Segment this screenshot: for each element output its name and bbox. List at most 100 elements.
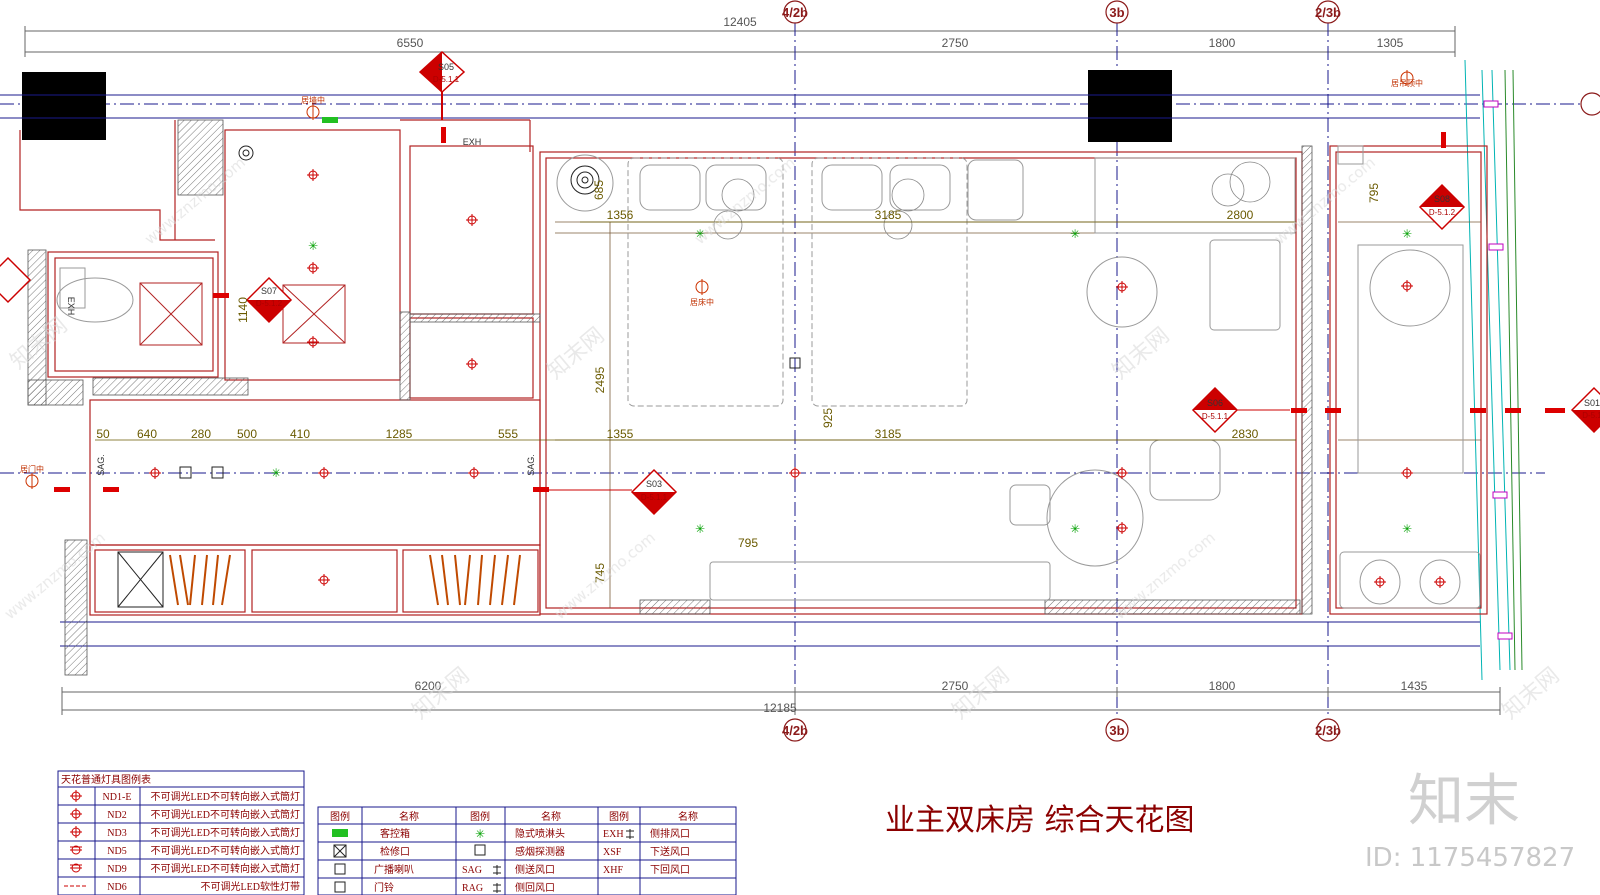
legend1-name-3: 不可调光LED不可转向嵌入式筒灯 <box>151 826 300 839</box>
sprinkler-icons: ✳ ✳ ✳ ✳ ✳ ✳ ✳ ✳ <box>271 227 1412 536</box>
svg-text:✳: ✳ <box>271 466 281 480</box>
legend1-title: 天花普通灯具图例表 <box>61 773 151 786</box>
svg-text:✳: ✳ <box>695 227 705 241</box>
section-tag-s05 <box>418 50 466 120</box>
legend1-name-6: 不可调光LED软性灯带 <box>201 880 300 893</box>
s07-ref: D-5.1.2 <box>256 299 283 308</box>
legend1-name-5: 不可调光LED不可转向嵌入式筒灯 <box>151 862 300 875</box>
legend2-r3c3code: XHF <box>603 865 623 876</box>
dim-bottom-total: 12185 <box>763 701 797 715</box>
legend1-code-3: ND3 <box>107 828 126 839</box>
legend1-code-1: ND1-E <box>103 792 132 803</box>
dim-top-total: 12405 <box>723 15 757 29</box>
exh-tag-toilet: EXH <box>66 297 76 316</box>
dim-bottom-1: 6200 <box>415 679 442 693</box>
centre-label-ceiling: 居吊顶中 <box>1391 78 1423 88</box>
legend1-code-2: ND2 <box>107 810 126 821</box>
watermark-url-2: www.znzmo.com <box>691 153 799 248</box>
axis-label-bottom-1: 4/2b <box>782 723 808 738</box>
legend2-r3c2: 侧送风口 <box>515 863 555 876</box>
watermark-logo: 知末 <box>1408 769 1520 834</box>
dim-row-i: 3185 <box>875 427 902 441</box>
building-outline <box>0 59 1523 681</box>
legend1-code-4: ND5 <box>107 846 126 857</box>
s05-label: S05 <box>438 62 454 72</box>
dim-bottom-4: 1435 <box>1401 679 1428 693</box>
watermark-cn-4: 知末网 <box>408 663 475 725</box>
dim-row-b: 640 <box>137 427 157 441</box>
legend2-r3c3: 下回风口 <box>650 864 690 876</box>
dim-row-a: 50 <box>96 427 110 441</box>
dim-top-3: 1800 <box>1209 36 1236 50</box>
legend2-r2c3code: XSF <box>603 847 622 858</box>
legend2-header-5: 图例 <box>609 810 629 823</box>
bottom-dimensions <box>61 687 1501 715</box>
section-tag-s08 <box>1418 183 1466 231</box>
axis-label-top-3: 2/3b <box>1315 5 1341 20</box>
watermark-id: ID: 1175457827 <box>1365 843 1575 873</box>
dim-bottom-2: 2750 <box>942 679 969 693</box>
dim-upper-a: 1356 <box>607 208 634 222</box>
s08-label: S08 <box>1434 194 1450 204</box>
facade-marks <box>1483 100 1513 640</box>
dim-upper-c: 2800 <box>1227 208 1254 222</box>
watermark-cn-5: 知末网 <box>1498 663 1565 725</box>
dim-upper-d: 685 <box>592 180 606 200</box>
legend1-code-5: ND9 <box>107 864 126 875</box>
s08-ref: D-5.1.2 <box>1429 208 1456 217</box>
ceiling-lines <box>555 221 1481 608</box>
watermark-url-6: www.znzmo.com <box>1 528 109 623</box>
legend2-r4c2: 侧回风口 <box>515 881 555 894</box>
hatched-walls <box>27 119 1313 676</box>
dim-h795: 795 <box>738 536 758 550</box>
furniture-layer <box>56 145 1481 609</box>
dim-top-1: 6550 <box>397 36 424 50</box>
axis-label-bottom-3: 2/3b <box>1315 723 1341 738</box>
sag-tag-left: SAG. <box>96 454 106 476</box>
legend2-r1c3: 侧排风口 <box>650 827 690 840</box>
legend-lights <box>57 770 305 895</box>
axis-bubbles-bottom <box>783 718 1340 742</box>
dim-row-c: 280 <box>191 427 211 441</box>
dim-v925: 925 <box>821 408 835 428</box>
legend2-header-6: 名称 <box>678 810 698 823</box>
watermark-cn-2: 知末网 <box>1108 323 1175 385</box>
wardrobe-hangers <box>169 554 521 606</box>
dim-row-g: 555 <box>498 427 518 441</box>
s03-label: S03 <box>646 479 662 489</box>
s07-label: S07 <box>261 286 277 296</box>
legend2-r1c3code: EXH <box>603 829 624 840</box>
dim-bottom-3: 1800 <box>1209 679 1236 693</box>
pendant-light-icon <box>238 145 600 195</box>
dim-v745: 745 <box>593 563 607 583</box>
dim-upper-b: 3185 <box>875 208 902 222</box>
svg-text:✳: ✳ <box>1070 227 1080 241</box>
axis-label-bottom-2: 3b <box>1109 723 1124 738</box>
structural-column-left <box>22 72 106 140</box>
svg-text:✳: ✳ <box>1070 522 1080 536</box>
svg-text:✳: ✳ <box>695 522 705 536</box>
dim-row-d: 500 <box>237 427 257 441</box>
centre-label-door: 居门中 <box>20 464 44 474</box>
section-tag-s06 <box>1191 386 1290 434</box>
svg-text:✳: ✳ <box>1402 227 1412 241</box>
dim-row-f: 1285 <box>386 427 413 441</box>
s03-ref: D-5.1.1 <box>641 493 668 502</box>
legend2-r4c1: 门铃 <box>374 881 394 894</box>
s01-ref: D-5.1 <box>1582 411 1600 420</box>
legend1-code-6: ND6 <box>107 882 126 893</box>
legend2-r1c1: 客控箱 <box>380 827 410 840</box>
exh-tag: EXH <box>463 137 482 147</box>
legend2-r2c2: 感烟探测器 <box>515 845 565 858</box>
legend1-name-1: 不可调光LED不可转向嵌入式筒灯 <box>151 790 300 803</box>
axis-bubbles-top <box>783 0 1600 116</box>
watermark-cn-3: 知末网 <box>948 663 1015 725</box>
legend2-r1c2: 隐式喷淋头 <box>515 827 565 840</box>
legend2-header-2: 名称 <box>399 810 419 823</box>
legend2-header-4: 名称 <box>541 810 561 823</box>
structural-column-right <box>1088 70 1172 142</box>
axis-label-top-1: 4/2b <box>782 5 808 20</box>
room-walls <box>19 119 1488 616</box>
section-tag-s01 <box>1570 386 1600 434</box>
